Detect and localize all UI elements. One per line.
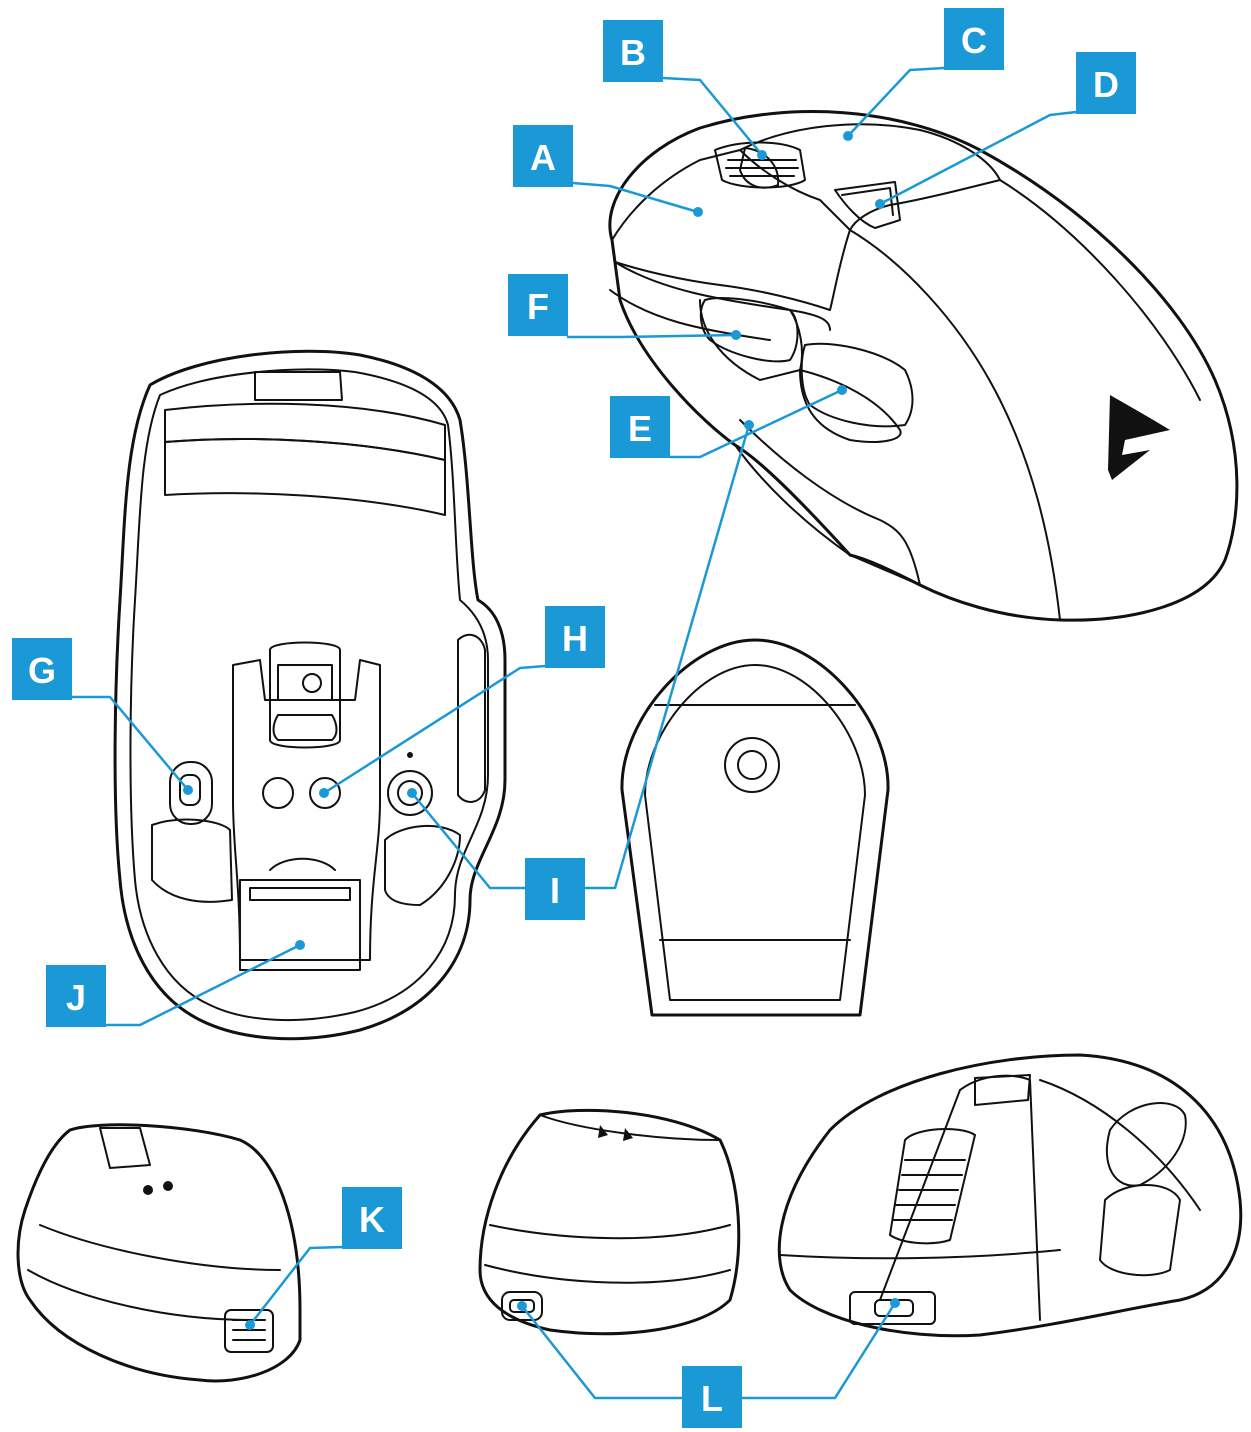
leader-line-i1 bbox=[412, 793, 525, 888]
callout-g-label: G bbox=[28, 650, 56, 691]
callout-i-label: I bbox=[550, 870, 560, 911]
leader-dot-d bbox=[875, 199, 885, 209]
callout-b: B bbox=[603, 20, 663, 82]
leader-dot-g bbox=[183, 785, 193, 795]
receiver-perspective bbox=[480, 1110, 739, 1333]
callout-j: J bbox=[46, 965, 106, 1027]
callout-a-label: A bbox=[530, 137, 556, 178]
callout-f-label: F bbox=[527, 286, 549, 327]
callout-g: G bbox=[12, 638, 72, 700]
callout-k-label: K bbox=[359, 1199, 385, 1240]
leader-dot-i2 bbox=[744, 420, 754, 430]
callout-e: E bbox=[610, 396, 670, 458]
leader-line-l1 bbox=[522, 1306, 682, 1398]
leader-dot-a bbox=[693, 207, 703, 217]
leader-line-i2 bbox=[585, 425, 749, 888]
leader-dot-b bbox=[757, 150, 767, 160]
leader-dot-c bbox=[843, 131, 853, 141]
brand-logo-icon bbox=[1108, 395, 1170, 480]
charging-dock-perspective bbox=[18, 1125, 300, 1381]
callout-j-label: J bbox=[66, 977, 86, 1018]
callout-l-label: L bbox=[701, 1378, 723, 1419]
callout-e-label: E bbox=[628, 408, 652, 449]
mouse-front-perspective bbox=[610, 112, 1237, 621]
callout-f: F bbox=[508, 274, 568, 336]
leader-dot-f bbox=[731, 330, 741, 340]
leader-dot-e bbox=[837, 385, 847, 395]
callout-c: C bbox=[944, 8, 1004, 70]
callout-b-label: B bbox=[620, 32, 646, 73]
charging-dock-top-view bbox=[622, 640, 888, 1015]
leader-line-l2 bbox=[742, 1303, 895, 1398]
callout-h: H bbox=[545, 606, 605, 668]
leader-dot-l1 bbox=[517, 1301, 527, 1311]
callout-d: D bbox=[1076, 52, 1136, 114]
leader-dot-l2 bbox=[890, 1298, 900, 1308]
leader-line-e bbox=[670, 390, 842, 457]
leader-dot-i1 bbox=[407, 788, 417, 798]
callout-c-label: C bbox=[961, 20, 987, 61]
mouse-rear-perspective bbox=[779, 1055, 1240, 1336]
callout-i: I bbox=[525, 858, 585, 920]
callout-h-label: H bbox=[562, 618, 588, 659]
mouse-bottom-view bbox=[115, 351, 505, 1038]
callout-l: L bbox=[682, 1366, 742, 1428]
leader-dot-k bbox=[245, 1320, 255, 1330]
leader-lines bbox=[72, 68, 1076, 1398]
callout-a: A bbox=[513, 125, 573, 187]
leader-dot-j bbox=[295, 940, 305, 950]
leader-line-j bbox=[106, 945, 300, 1025]
callout-d-label: D bbox=[1093, 64, 1119, 105]
callout-k: K bbox=[342, 1187, 402, 1249]
leader-dot-h bbox=[319, 788, 329, 798]
